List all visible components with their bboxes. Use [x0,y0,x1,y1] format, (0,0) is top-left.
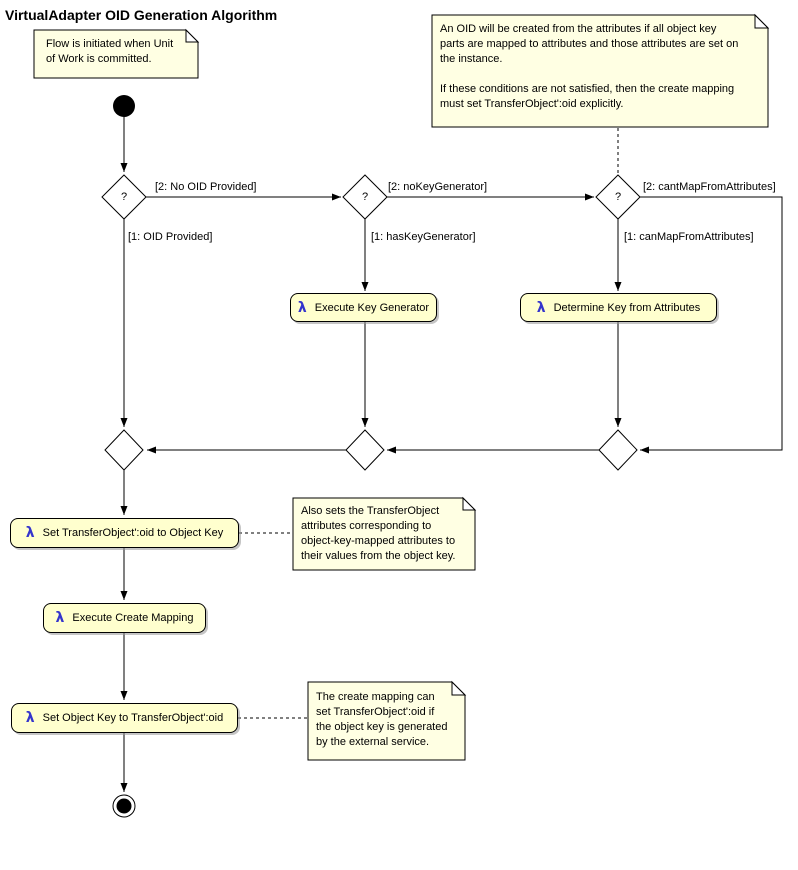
edge-label-cant-map-from-attributes: [2: cantMapFromAttributes] [643,181,776,193]
page-title: VirtualAdapter OID Generation Algorithm [5,7,278,23]
action-label: Set TransferObject':oid to Object Key [42,527,224,539]
lambda-icon: λ [297,299,307,316]
lambda-icon: λ [55,610,65,626]
action-label: Execute Key Generator [314,301,430,314]
lambda-icon: λ [25,525,35,541]
merge-node-3 [598,429,638,471]
note-oid-conditions-text: An OID will be created from the attribut… [440,23,739,110]
decision-glyph: ? [614,191,622,203]
edge-label-can-map-from-attributes: [1: canMapFromAttributes] [624,231,754,243]
lambda-icon: λ [25,710,35,726]
edge-label-no-key-generator: [2: noKeyGenerator] [388,181,488,193]
decision-oid-provided [101,174,147,220]
note-fold [185,28,200,43]
decision-key-generator [342,174,388,220]
note-fold [451,680,467,696]
note-create-mapping-shape [307,681,466,761]
action-execute-key-generator: λ Execute Key Generator [290,293,437,322]
action-label: Execute Create Mapping [72,612,194,624]
note-fold [462,496,477,511]
decision-glyph: ? [120,191,128,203]
action-label: Determine Key from Attributes [553,301,701,314]
edge-label-oid-provided: [1: OID Provided] [128,231,213,243]
note-create-mapping-text: The create mapping can set TransferObjec… [316,691,448,748]
merge-node-1 [104,429,144,471]
decision-map-from-attributes [595,174,641,220]
action-label: Set Object Key to TransferObject':oid [42,712,224,724]
edge-label-has-key-generator: [1: hasKeyGenerator] [371,231,476,243]
initial-node [113,95,135,117]
merge-node-2 [345,429,385,471]
note-also-sets-text: Also sets the TransferObject attributes … [301,505,456,562]
lambda-icon: λ [536,299,546,316]
note-flow-initiated-text: Flow is initiated when Unit of Work is c… [46,38,174,65]
edge-cant-map-from-attributes [640,196,783,454]
action-execute-create-mapping: λ Execute Create Mapping [43,603,206,633]
final-node-core [116,798,132,814]
note-oid-conditions-shape [431,14,769,128]
edge-label-no-oid-provided: [2: No OID Provided] [155,181,257,193]
note-fold [754,13,770,29]
action-determine-key-from-attributes: λ Determine Key from Attributes [520,293,717,322]
decision-glyph: ? [361,191,369,203]
note-flow-initiated-shape [33,29,199,79]
action-set-oid-to-object-key: λ Set TransferObject':oid to Object Key [10,518,239,548]
note-also-sets-shape [292,497,476,571]
action-set-object-key-to-oid: λ Set Object Key to TransferObject':oid [11,703,238,733]
